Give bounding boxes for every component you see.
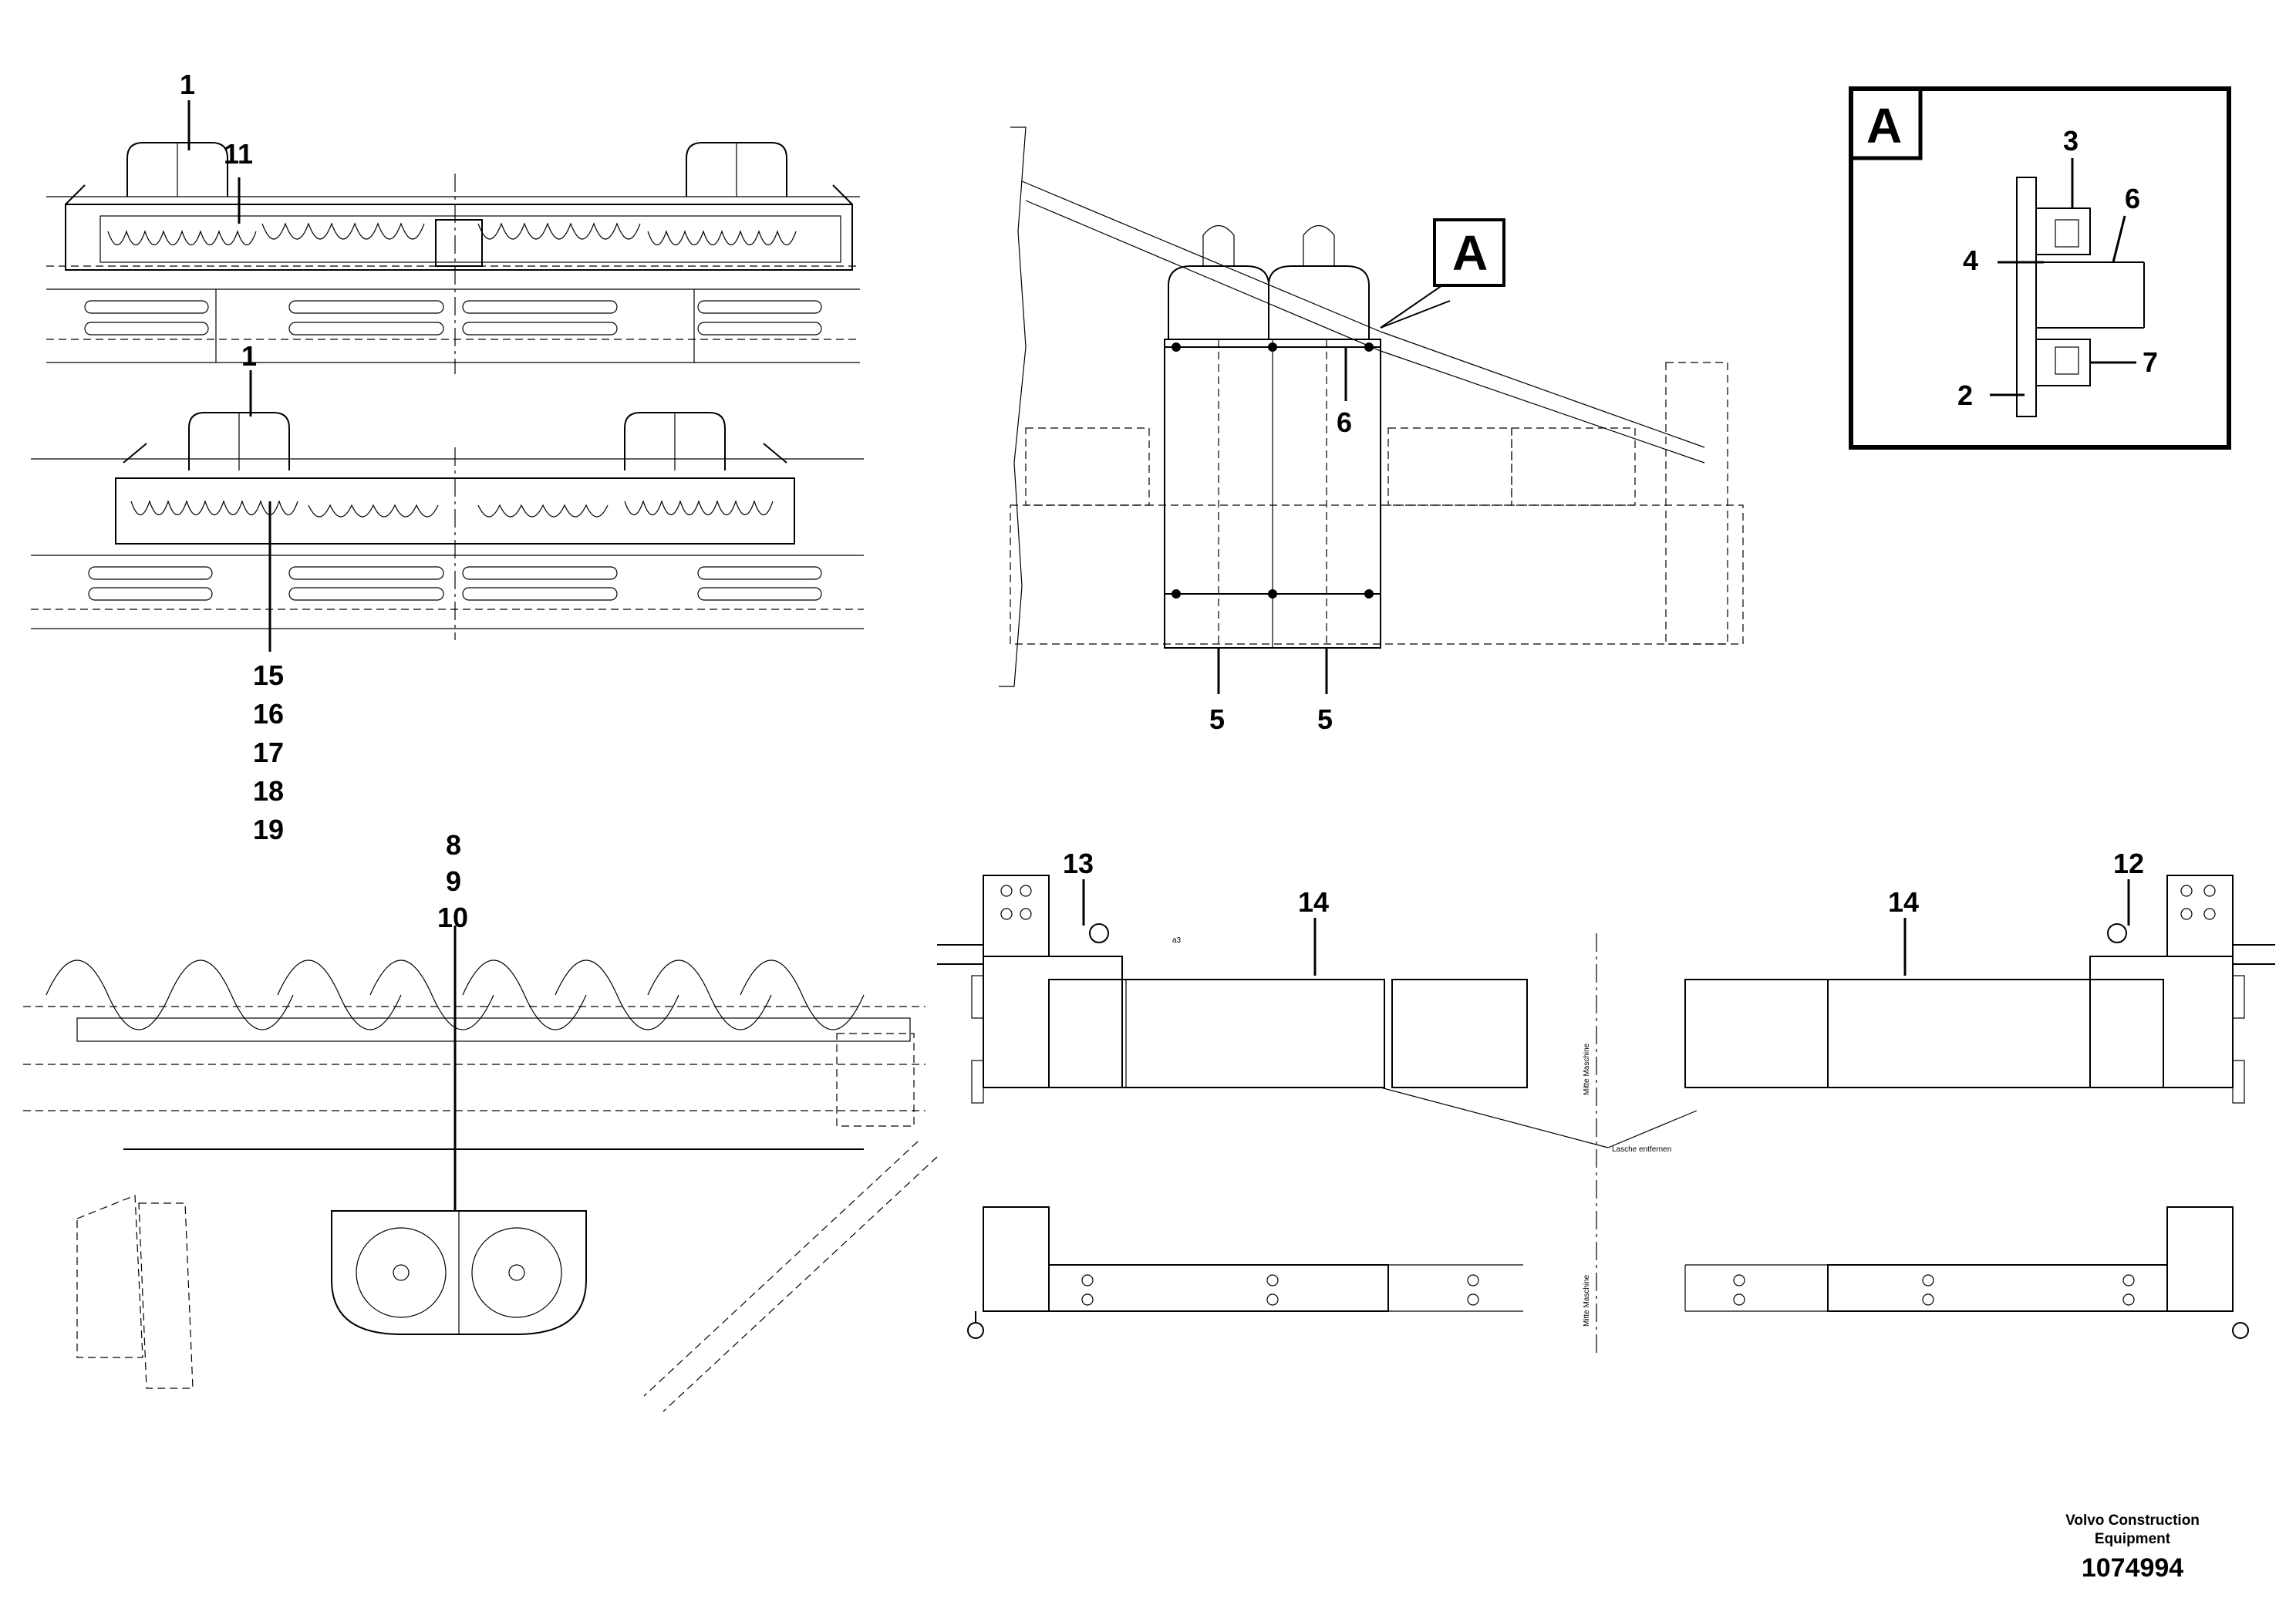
lower-auger-view: [23, 926, 938, 1412]
footer-block: Volvo Construction Equipment 1074994: [2017, 1512, 2248, 1583]
brand-line-1: Volvo Construction: [2065, 1512, 2200, 1529]
callout-1-mid: 1: [241, 340, 257, 372]
callout-14-left: 14: [1298, 886, 1329, 918]
callout-17: 17: [253, 737, 284, 768]
callout-3: 3: [2063, 125, 2079, 157]
weld-note: a3: [1172, 936, 1182, 945]
callout-9: 9: [446, 865, 461, 897]
brand-line-2: Equipment: [2094, 1531, 2171, 1547]
callout-2: 2: [1957, 379, 1973, 411]
side-view: [999, 126, 1744, 694]
callout-14-right: 14: [1888, 886, 1919, 918]
note-lasche: Lasche entfernen: [1612, 1145, 1671, 1154]
top-auger-view: [46, 100, 860, 374]
callout-6-side: 6: [1337, 406, 1352, 438]
callout-5-left: 5: [1209, 703, 1225, 735]
callout-10: 10: [437, 902, 468, 933]
callout-13: 13: [1063, 848, 1094, 879]
detail-a-marker-letter: A: [1452, 225, 1488, 281]
callout-5-right: 5: [1317, 703, 1333, 735]
callout-8: 8: [446, 829, 461, 861]
callout-1-top: 1: [180, 69, 195, 100]
callout-12: 12: [2113, 848, 2144, 879]
detail-a-letter: A: [1866, 98, 1902, 153]
middle-auger-view: [31, 370, 864, 652]
callout-7: 7: [2143, 346, 2158, 378]
detail-a-marker: [1433, 218, 1505, 287]
bracket-left-view: [937, 875, 1528, 1339]
callout-4: 4: [1963, 244, 1978, 276]
note-mitte-left: Mitte Maschine: [1583, 1043, 1591, 1095]
detail-a-view: [1849, 86, 2231, 450]
callout-16: 16: [253, 698, 284, 730]
callout-18: 18: [253, 775, 284, 807]
part-number: 1074994: [2081, 1553, 2184, 1583]
callout-15: 15: [253, 659, 284, 691]
callout-11: 11: [224, 138, 253, 170]
bracket-right-view: [1684, 875, 2275, 1339]
callout-6-detail: 6: [2125, 183, 2140, 214]
note-mitte-right: Mitte Maschine: [1583, 1274, 1591, 1327]
callout-19: 19: [253, 814, 284, 845]
